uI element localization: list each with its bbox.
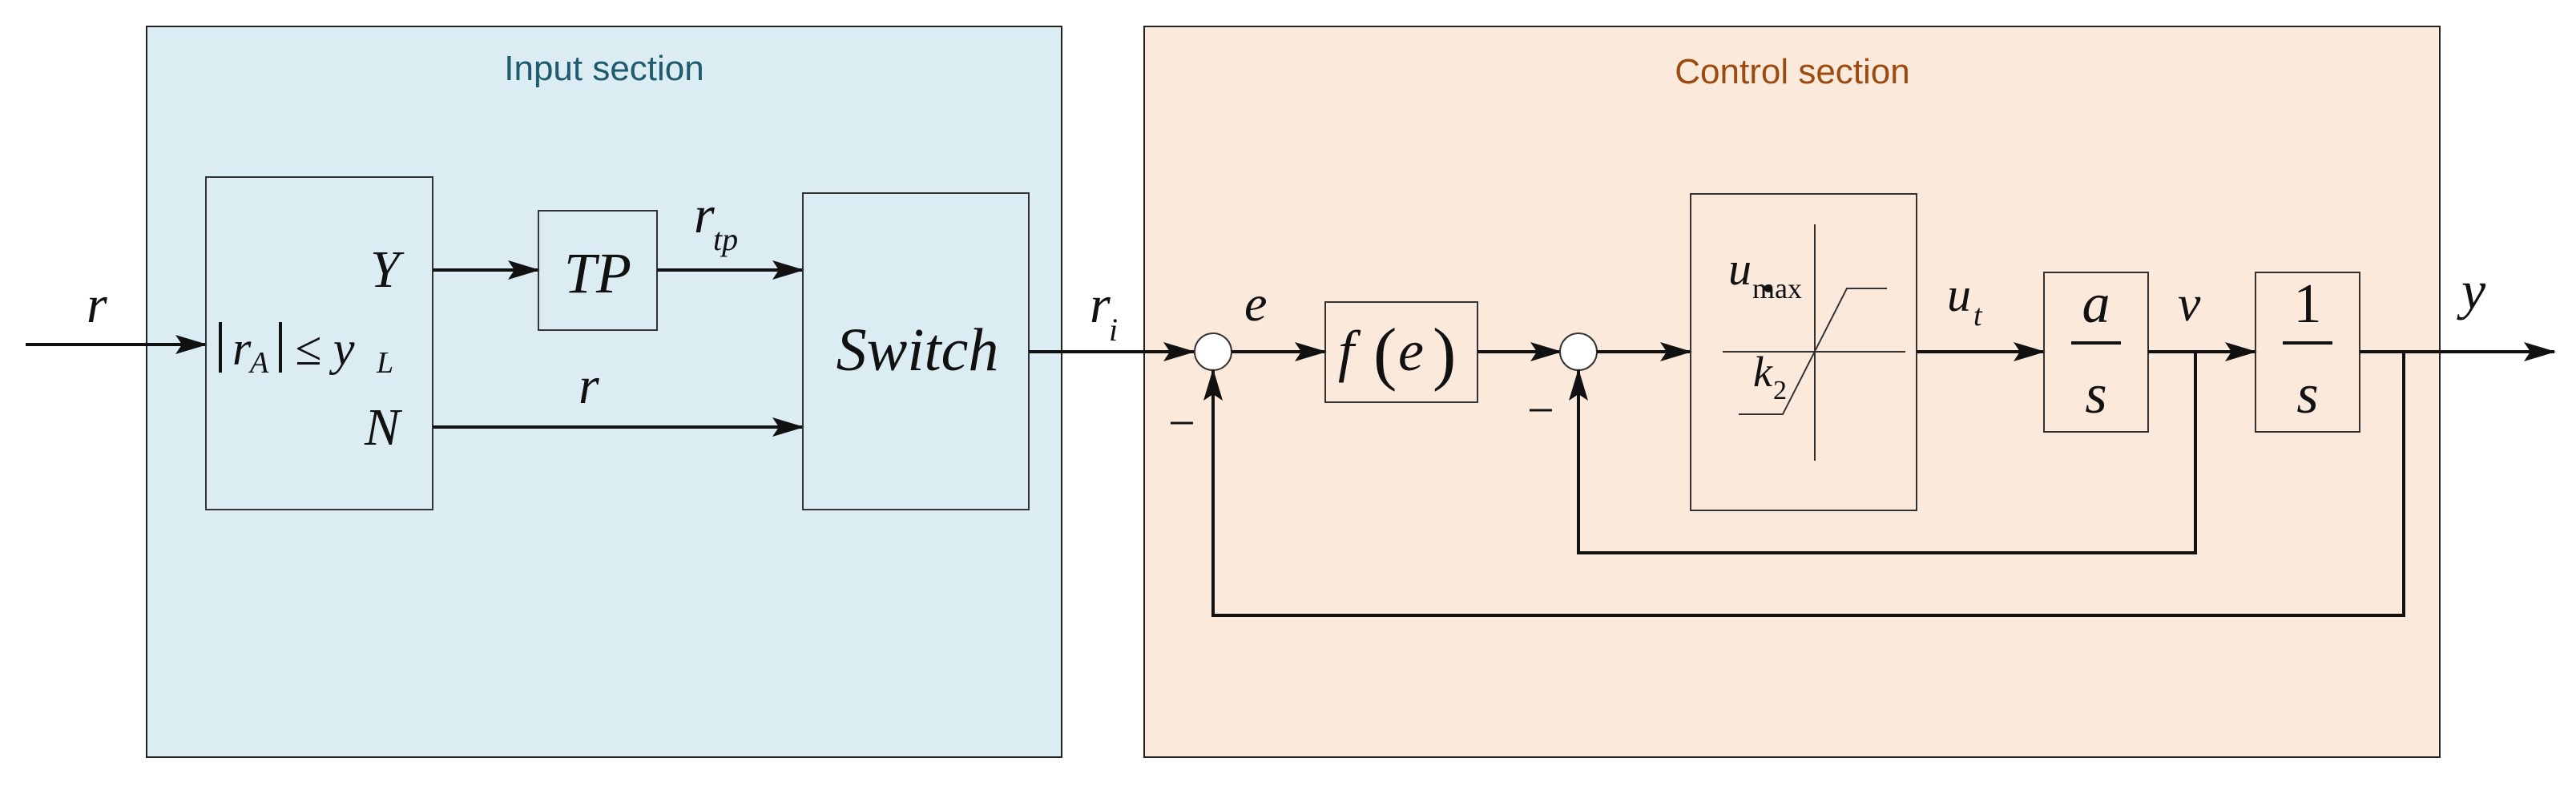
condition-r: r	[232, 322, 252, 375]
fe-close-paren: )	[1433, 315, 1456, 393]
signal-r-i-subscript: i	[1109, 312, 1118, 348]
sat-umax: u	[1728, 243, 1752, 295]
yes-label: Y	[370, 240, 405, 299]
signal-u-t-subscript: t	[1973, 299, 1983, 333]
minus-sign-1: −	[1168, 397, 1195, 449]
signal-r-tp: r	[694, 186, 715, 244]
summing-junction-2	[1559, 333, 1598, 371]
control-section-title: Control section	[1675, 52, 1909, 91]
switch-label: Switch	[836, 316, 999, 384]
minus-sign-2: −	[1527, 384, 1554, 437]
signal-u-t: u	[1947, 268, 1971, 321]
integrator-1-num: 1	[2294, 273, 2322, 335]
sat-umax-dot	[1764, 284, 1772, 292]
fe-open-paren: (	[1373, 315, 1397, 393]
signal-e: e	[1244, 275, 1267, 332]
control-section-panel	[1143, 26, 2441, 758]
signal-y: y	[2457, 260, 2486, 320]
tp-label: TP	[564, 241, 631, 305]
signal-r-mid: r	[578, 357, 599, 415]
sat-curve	[1739, 288, 1887, 415]
condition-r-subscript: A	[248, 346, 269, 380]
sat-umax-subscript: max	[1752, 272, 1802, 304]
summing-junction-1	[1194, 333, 1232, 371]
signal-r-tp-subscript: tp	[713, 221, 738, 257]
input-section-title: Input section	[504, 49, 704, 88]
signal-v: v	[2178, 275, 2201, 332]
signal-r-i: r	[1090, 276, 1111, 334]
inner-feedback-line	[1569, 352, 2197, 554]
input-section-panel	[146, 26, 1062, 758]
fe-arg: e	[1398, 319, 1424, 383]
signal-r-in: r	[87, 276, 107, 334]
integrator-a-num: a	[2082, 273, 2110, 335]
sat-k-subscript: 2	[1773, 376, 1787, 405]
outer-feedback-line	[1203, 352, 2405, 617]
no-label: N	[364, 398, 403, 457]
condition-y-subscript: L	[376, 346, 393, 380]
integrator-1-den: s	[2296, 364, 2318, 425]
sat-k: k	[1753, 348, 1773, 396]
condition-leq-y: ≤ y	[295, 322, 355, 375]
integrator-a-den: s	[2085, 364, 2106, 425]
condition-block	[205, 176, 433, 510]
